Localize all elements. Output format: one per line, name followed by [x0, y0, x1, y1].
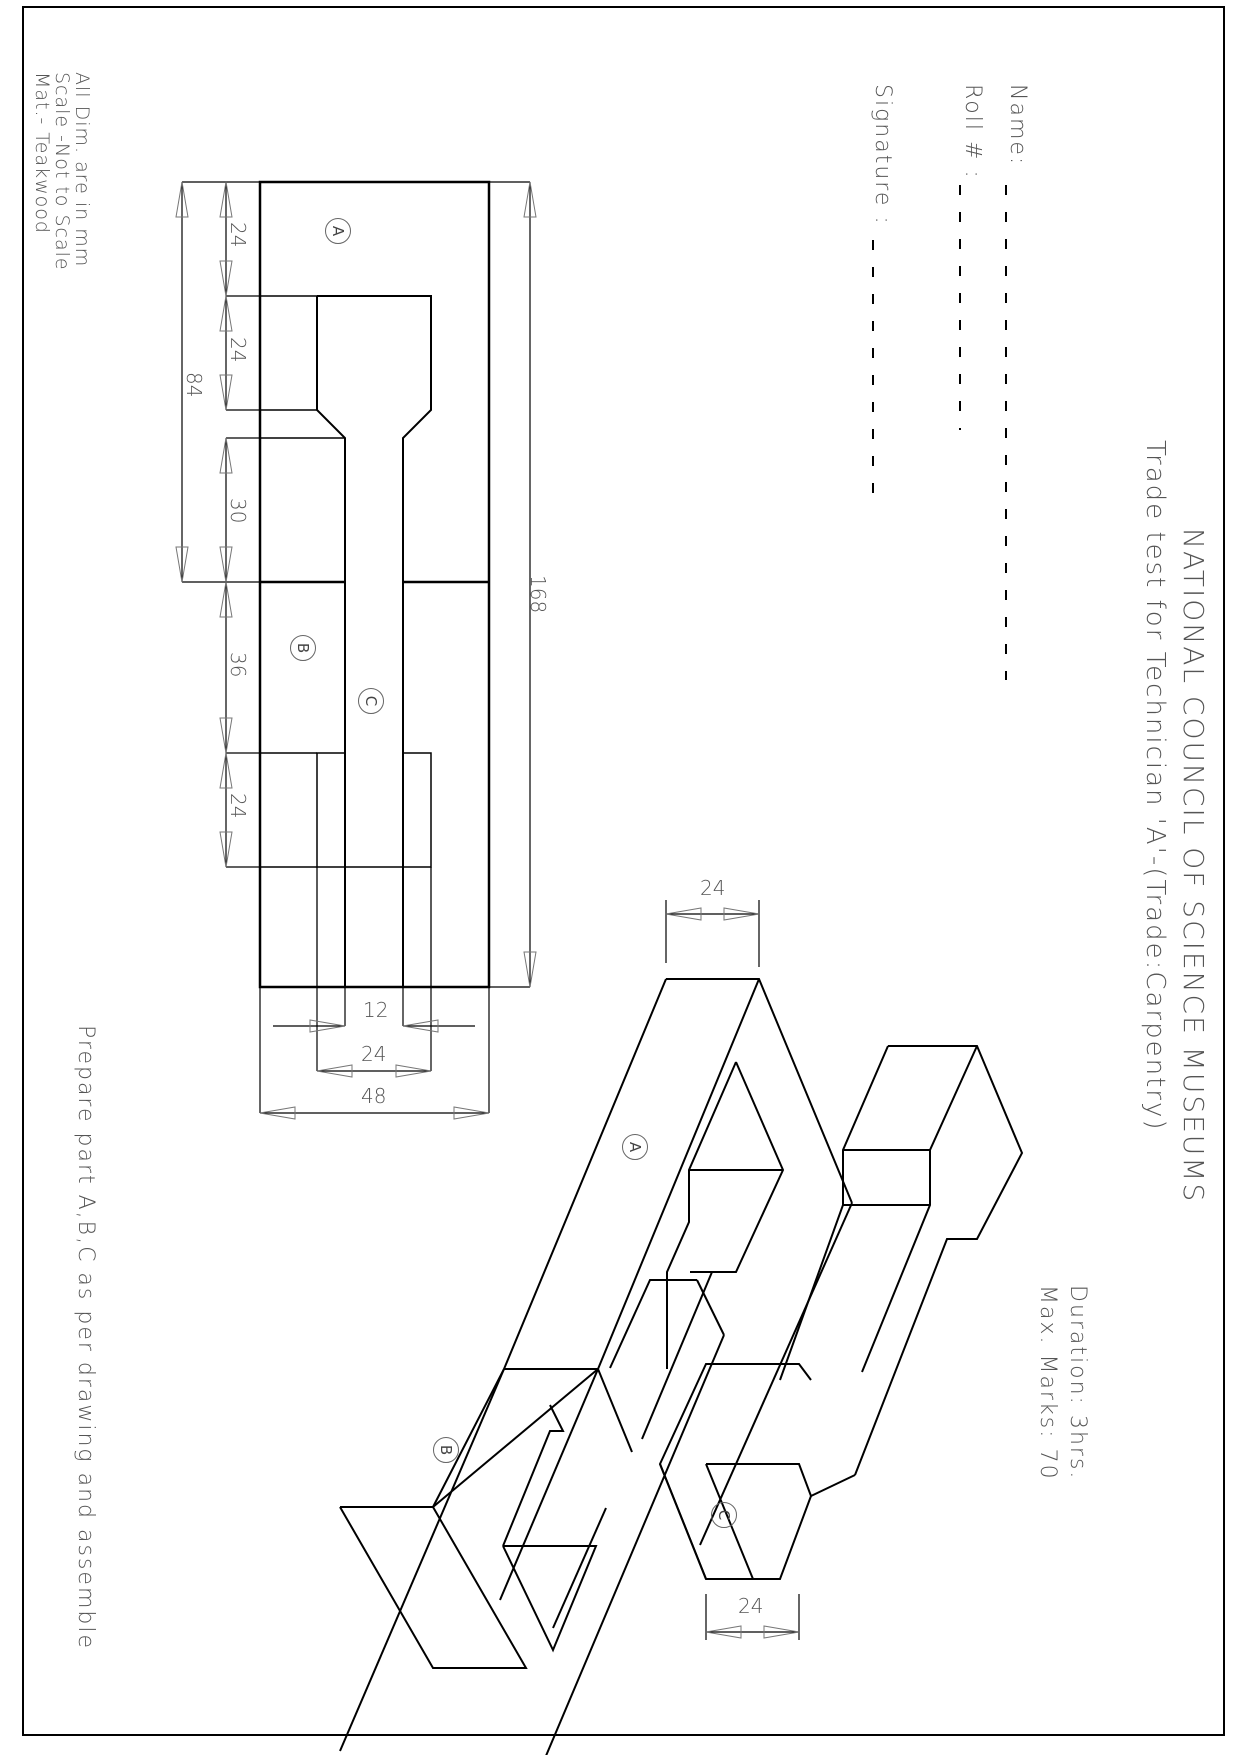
- note-scale: Scale -Not to Scale: [51, 72, 73, 271]
- part-label-c-iso: C: [711, 1502, 737, 1528]
- duration-label: Duration: 3hrs.: [1065, 1285, 1090, 1481]
- instruction-text: Prepare part A,B,C as per drawing and as…: [73, 1025, 98, 1650]
- part-label-c-ortho: C: [358, 688, 384, 714]
- dim-seg2: 24: [226, 337, 250, 363]
- part-label-a-ortho: A: [325, 218, 351, 244]
- test-subtitle: Trade test for Technician 'A'-(Trade:Car…: [1140, 440, 1170, 1132]
- dim-width-24: 24: [361, 1042, 387, 1066]
- page-border: [22, 6, 1225, 1736]
- orthographic-view: [181, 180, 531, 1114]
- signature-field-label[interactable]: Signature :: [870, 84, 895, 226]
- roll-field-label[interactable]: Roll # :: [960, 84, 985, 180]
- iso-dim-bottom-24: 24: [738, 1594, 764, 1618]
- dim-seg3: 30: [226, 498, 250, 524]
- dim-seg1: 24: [226, 222, 250, 248]
- part-label-a-iso: A: [622, 1134, 648, 1160]
- part-label-b-iso: B: [433, 1437, 459, 1463]
- dim-width-12: 12: [363, 998, 389, 1022]
- dim-seg5: 24: [226, 793, 250, 819]
- dim-width-48: 48: [361, 1084, 387, 1108]
- part-label-b-ortho: B: [290, 635, 316, 661]
- dim-overall-168: 168: [526, 575, 550, 614]
- dim-total-84: 84: [182, 372, 206, 398]
- isometric-view: [339, 900, 1024, 1759]
- note-material: Mat.- Teakwood: [31, 72, 53, 234]
- dim-seg4: 36: [226, 652, 250, 678]
- name-field-label[interactable]: Name:: [1005, 84, 1030, 167]
- max-marks-label: Max. Marks: 70: [1035, 1285, 1060, 1481]
- iso-dim-top-24: 24: [700, 876, 726, 900]
- organization-title: NATIONAL COUNCIL OF SCIENCE MUSEUMS: [1177, 528, 1210, 1204]
- note-units: All Dim. are in mm: [71, 72, 93, 268]
